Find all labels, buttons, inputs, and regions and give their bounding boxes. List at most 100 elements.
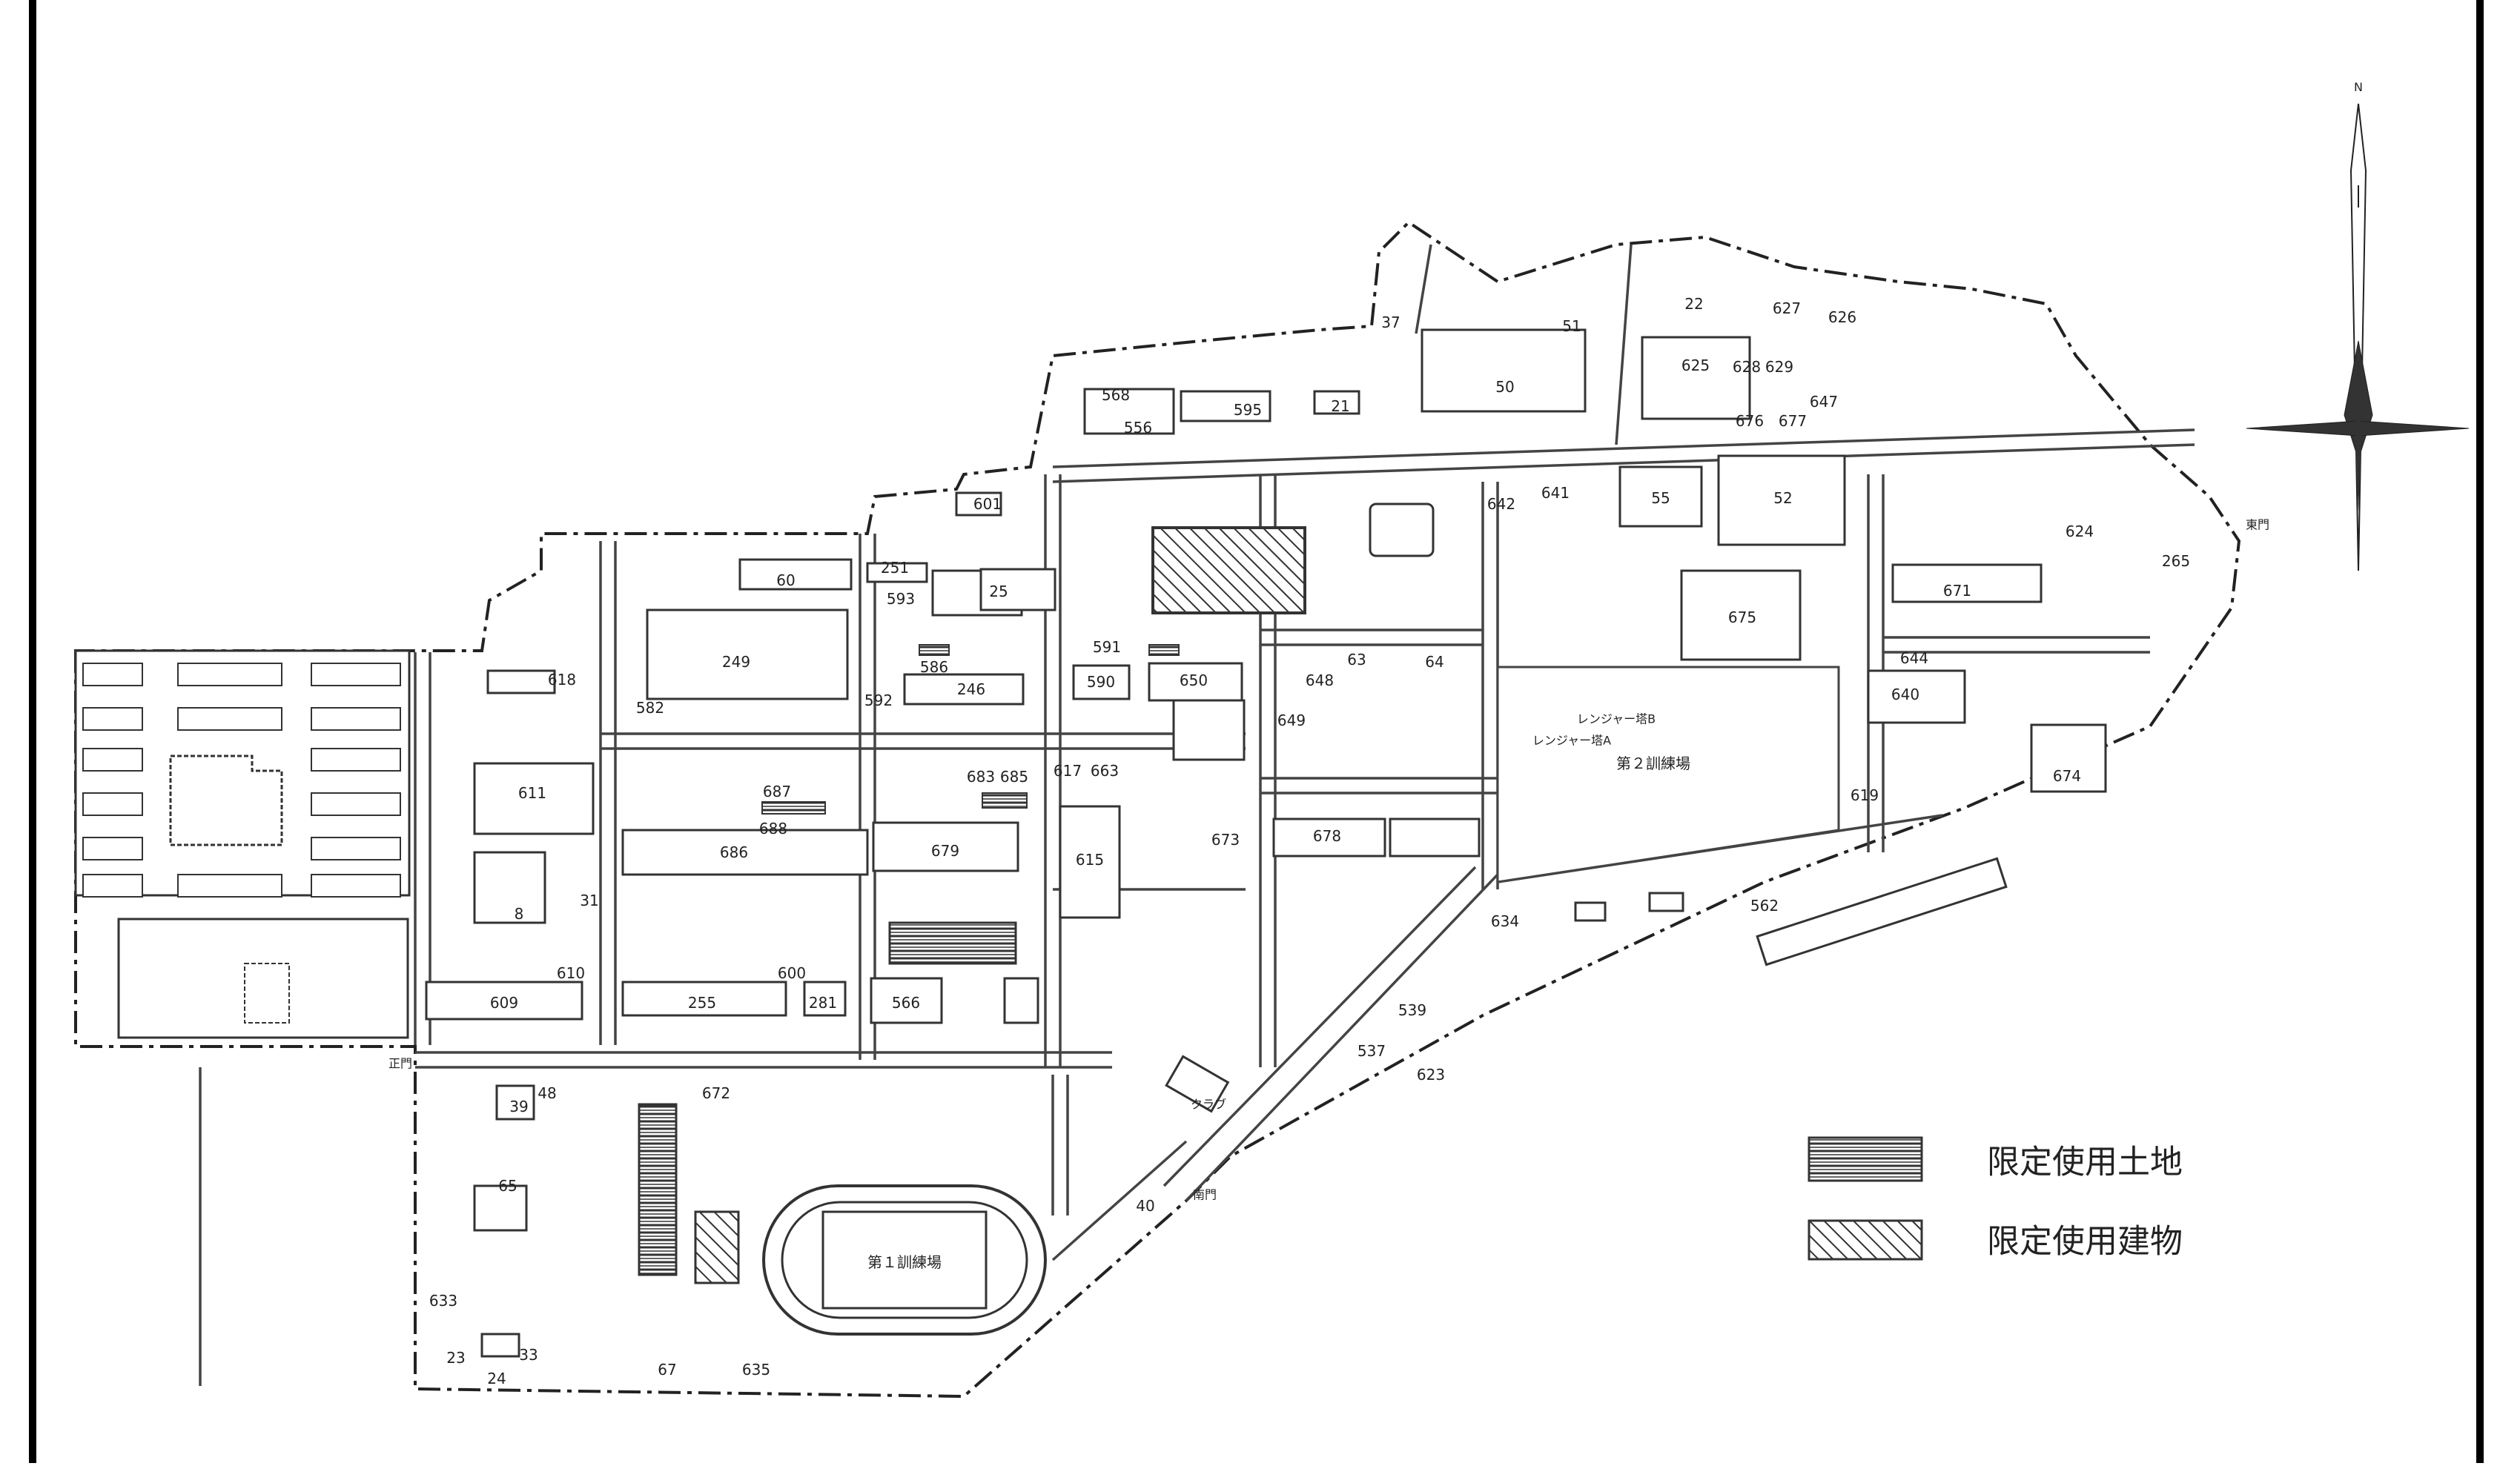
building-number-591: 591 [1093, 638, 1121, 656]
range-tower-b-label: レンジャー塔B [1577, 712, 1656, 726]
building-number-23: 23 [446, 1349, 465, 1367]
building-number-635: 635 [742, 1361, 770, 1379]
building-number-610: 610 [557, 964, 585, 982]
building-number-51: 51 [1562, 317, 1581, 335]
building-number-249: 249 [722, 653, 750, 671]
building-number-582: 582 [636, 699, 664, 717]
building-number-22: 22 [1684, 295, 1703, 313]
club-label: クラブ [1191, 1098, 1226, 1112]
restricted-land-strip-4 [1148, 644, 1180, 656]
restricted-building-north [1151, 526, 1306, 614]
building-number-586: 586 [920, 658, 948, 676]
building-number-37: 37 [1381, 314, 1400, 331]
building-number-648: 648 [1306, 671, 1334, 689]
building-number-618: 618 [548, 671, 576, 689]
building-number-64: 64 [1425, 653, 1443, 671]
building-number-627: 627 [1773, 299, 1801, 317]
building-number-65: 65 [498, 1177, 517, 1195]
building-number-671: 671 [1943, 582, 1971, 600]
building-number-676: 676 [1736, 412, 1764, 430]
building-number-679: 679 [931, 842, 959, 860]
building-number-556: 556 [1124, 419, 1152, 437]
building-number-24: 24 [487, 1370, 506, 1387]
building-number-687: 687 [763, 783, 791, 800]
building-number-537: 537 [1357, 1042, 1386, 1060]
restricted-land-strip-2 [982, 792, 1028, 809]
building-number-600: 600 [778, 964, 806, 982]
legend-restricted-land-label: 限定使用土地 [1987, 1144, 2183, 1181]
building-number-25: 25 [989, 583, 1008, 600]
restricted-land-south [638, 1103, 678, 1276]
building-number-601: 601 [973, 495, 1002, 513]
building-number-629: 629 [1765, 358, 1793, 376]
building-number-52: 52 [1773, 489, 1792, 507]
site-boundary [74, 220, 2241, 1399]
building-number-625: 625 [1681, 356, 1710, 374]
building-number-593: 593 [887, 590, 915, 608]
building-number-60: 60 [776, 571, 795, 589]
building-number-633: 633 [429, 1292, 457, 1310]
building-number-683: 683 [967, 768, 995, 786]
training-ground-2-label: 第２訓練場 [1616, 754, 1690, 772]
restricted-land-strip-3 [919, 644, 950, 656]
building-number-566: 566 [892, 994, 920, 1012]
training-ground-1-label: 第１訓練場 [867, 1253, 942, 1271]
building-number-590: 590 [1087, 673, 1115, 691]
building-number-649: 649 [1277, 712, 1306, 729]
east-gate-label: 東門 [2246, 518, 2269, 532]
building-number-55: 55 [1651, 489, 1670, 507]
building-number-251: 251 [881, 559, 909, 577]
club: クラブ [1165, 1055, 1230, 1113]
building-number-640: 640 [1891, 686, 1919, 703]
building-number-673: 673 [1211, 831, 1240, 849]
building-number-50: 50 [1495, 378, 1514, 396]
building-number-674: 674 [2053, 767, 2081, 785]
building-number-642: 642 [1487, 495, 1515, 513]
main-gate-label: 正門 [388, 1057, 412, 1071]
building-number-647: 647 [1810, 393, 1838, 411]
training-ground-1: 第１訓練場 [762, 1184, 1047, 1336]
building-number-663: 663 [1091, 762, 1119, 780]
building-number-617: 617 [1054, 762, 1082, 780]
range-tower-a-label: レンジャー塔A [1532, 734, 1611, 748]
building-number-641: 641 [1541, 484, 1570, 502]
building-number-688: 688 [759, 820, 787, 838]
building-number-562: 562 [1750, 897, 1779, 915]
building-number-634: 634 [1491, 912, 1519, 930]
restricted-land-strip-1 [761, 801, 826, 815]
building-number-686: 686 [720, 843, 748, 861]
building-number-678: 678 [1313, 827, 1341, 845]
building-number-609: 609 [490, 994, 518, 1012]
building-number-67: 67 [658, 1361, 676, 1379]
restricted-land-central [888, 921, 1017, 965]
legend-restricted-building-label: 限定使用建物 [1987, 1223, 2183, 1261]
legend-restricted-building-swatch [1808, 1219, 1923, 1261]
west-residential-block [74, 649, 411, 1039]
building-number-63: 63 [1347, 651, 1366, 669]
building-number-539: 539 [1398, 1001, 1426, 1019]
building-number-255: 255 [688, 994, 716, 1012]
compass: N [2246, 80, 2470, 571]
building-number-611: 611 [518, 784, 546, 802]
building-number-40: 40 [1136, 1197, 1154, 1215]
compass-north-label: N [2354, 80, 2363, 94]
buildings [425, 328, 2107, 1358]
building-number-8: 8 [515, 905, 524, 923]
restricted-building-south [694, 1210, 740, 1284]
building-number-568: 568 [1102, 386, 1130, 404]
building-number-650: 650 [1180, 671, 1208, 689]
building-number-33: 33 [519, 1346, 538, 1364]
building-number-672: 672 [702, 1084, 730, 1102]
building-number-592: 592 [864, 691, 893, 709]
building-number-644: 644 [1900, 649, 1928, 667]
building-number-685: 685 [1000, 768, 1028, 786]
building-number-31: 31 [580, 892, 598, 909]
south-gate-label: 南門 [1193, 1188, 1217, 1202]
legend: 限定使用土地 限定使用建物 [1808, 1136, 2183, 1261]
building-number-615: 615 [1076, 851, 1104, 869]
building-number-623: 623 [1417, 1066, 1445, 1084]
building-number-628: 628 [1733, 358, 1761, 376]
